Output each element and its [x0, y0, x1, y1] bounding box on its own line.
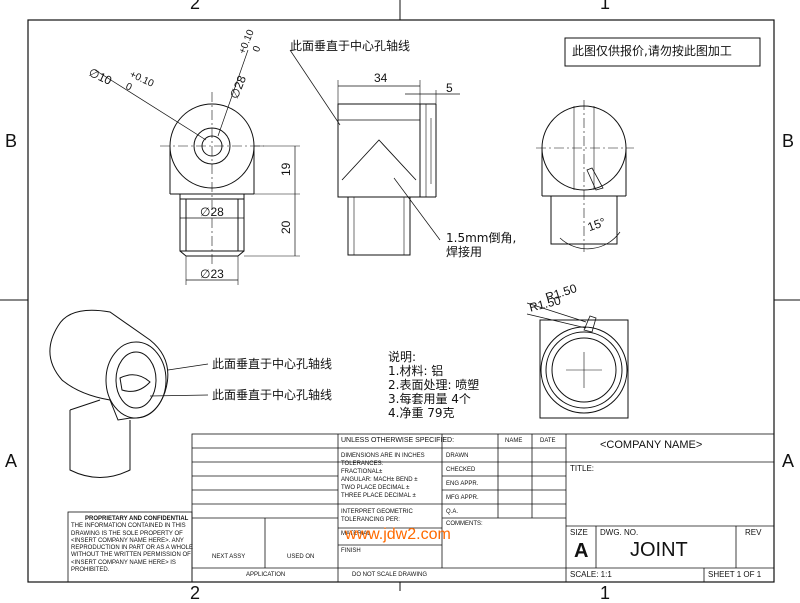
zone-label-top-2: 2: [190, 0, 201, 13]
tb-eng-appr: ENG APPR.: [446, 481, 479, 487]
tb-drawn: DRAWN: [446, 453, 469, 459]
dim-19: 19: [279, 162, 293, 176]
tb-fractional: FRACTIONAL±: [341, 469, 383, 475]
prop-title: PROPRIETARY AND CONFIDENTIAL: [85, 516, 189, 522]
zone-label-right-b: B: [782, 131, 795, 151]
proprietary-block: PROPRIETARY AND CONFIDENTIAL THE INFORMA…: [71, 516, 194, 574]
tb-tol-per: TOLERANCING PER:: [341, 517, 400, 523]
notice-box-frame: [564, 37, 761, 67]
tb-dwg-value: JOINT: [630, 539, 688, 561]
tb-material: MATERIAL: [341, 531, 371, 537]
tb-dims-inches: DIMENSIONS ARE IN INCHES: [341, 453, 425, 459]
prop-line-5: WITHOUT THE WRITTEN PERMISSION OF: [71, 552, 191, 559]
isometric-view: [49, 309, 209, 478]
tb-name-header: NAME: [505, 438, 523, 444]
tb-sheet: SHEET 1 OF 1: [708, 570, 762, 579]
front-view: [94, 49, 300, 285]
tb-next-assy: NEXT ASSY: [212, 554, 246, 560]
callout-perp-iso-1: 此面垂直于中心孔轴线: [212, 357, 333, 371]
note-finish: 2.表面处理: 喷塑: [388, 378, 480, 392]
tb-angular: ANGULAR: MACH± BEND ±: [341, 477, 418, 483]
note-material: 1.材料: 铝: [388, 364, 444, 378]
tb-tolerances: TOLERANCES:: [341, 461, 384, 467]
callout-chamfer-line1: 1.5mm倒角,: [446, 231, 517, 245]
dim-d28: ∅28: [200, 205, 224, 219]
tb-dwg-label: DWG. NO.: [600, 528, 639, 537]
notes-title: 说明:: [388, 350, 417, 364]
tb-application: APPLICATION: [246, 572, 286, 578]
prop-line-7: PROHIBITED.: [71, 567, 110, 574]
tb-date-header: DATE: [540, 438, 556, 444]
prop-line-6: <INSERT COMPANY NAME HERE> IS: [71, 559, 176, 566]
tb-size-value: A: [574, 540, 589, 562]
tb-title-label: TITLE:: [570, 464, 595, 473]
title-block-lines: [67, 433, 775, 583]
tb-finish: FINISH: [341, 548, 361, 554]
tb-used-on: USED ON: [287, 554, 315, 560]
tb-two-place: TWO PLACE DECIMAL ±: [341, 485, 410, 491]
prop-line-3: <INSERT COMPANY NAME HERE>. ANY: [71, 537, 184, 544]
tb-size-label: SIZE: [570, 528, 588, 537]
zone-label-left-a: A: [5, 451, 18, 471]
tb-qa: Q.A.: [446, 509, 459, 515]
tb-unless: UNLESS OTHERWISE SPECIFIED:: [341, 437, 455, 444]
dim-5: 5: [446, 81, 453, 95]
callout-chamfer-line2: 焊接用: [446, 245, 483, 259]
bottom-view: [526, 302, 629, 419]
note-qty: 3.每套用量 4个: [388, 392, 471, 406]
notes-block: 说明: 1.材料: 铝 2.表面处理: 喷塑 3.每套用量 4个 4.净重 79…: [388, 350, 479, 420]
prop-line-1: THE INFORMATION CONTAINED IN THIS: [71, 523, 186, 530]
dim-d23: ∅23: [200, 267, 224, 281]
tb-mfg-appr: MFG APPR.: [446, 495, 479, 501]
tb-three-place: THREE PLACE DECIMAL ±: [341, 493, 416, 499]
tb-interpret: INTERPRET GEOMETRIC: [341, 509, 413, 515]
watermark: www.jdw2.com: [345, 526, 451, 543]
zone-label-right-a: A: [782, 451, 795, 471]
tb-checked: CHECKED: [446, 467, 476, 473]
tb-comments: COMMENTS:: [446, 521, 483, 527]
tb-no-scale: DO NOT SCALE DRAWING: [352, 572, 428, 578]
tb-company-name: <COMPANY NAME>: [600, 439, 703, 451]
zone-label-top-1: 1: [600, 0, 611, 13]
zone-label-left-b: B: [5, 131, 18, 151]
note-weight: 4.净重 79克: [388, 406, 455, 420]
prop-line-4: REPRODUCTION IN PART OR AS A WHOLE: [71, 545, 194, 552]
side-view: [289, 49, 460, 256]
tb-scale: SCALE: 1:1: [570, 570, 612, 579]
quote-only-notice: 此图仅供报价,请勿按此图加工: [572, 44, 732, 58]
dim-20: 20: [279, 220, 293, 234]
callout-perp-iso-2: 此面垂直于中心孔轴线: [212, 388, 333, 402]
callout-perp-top: 此面垂直于中心孔轴线: [290, 39, 411, 53]
dim-34: 34: [374, 71, 388, 85]
right-view: [536, 100, 634, 252]
zone-label-bottom-1: 1: [600, 583, 611, 603]
tb-rev-label: REV: [745, 528, 762, 537]
prop-line-2: DRAWING IS THE SOLE PROPERTY OF: [71, 530, 183, 537]
zone-label-bottom-2: 2: [190, 583, 201, 603]
